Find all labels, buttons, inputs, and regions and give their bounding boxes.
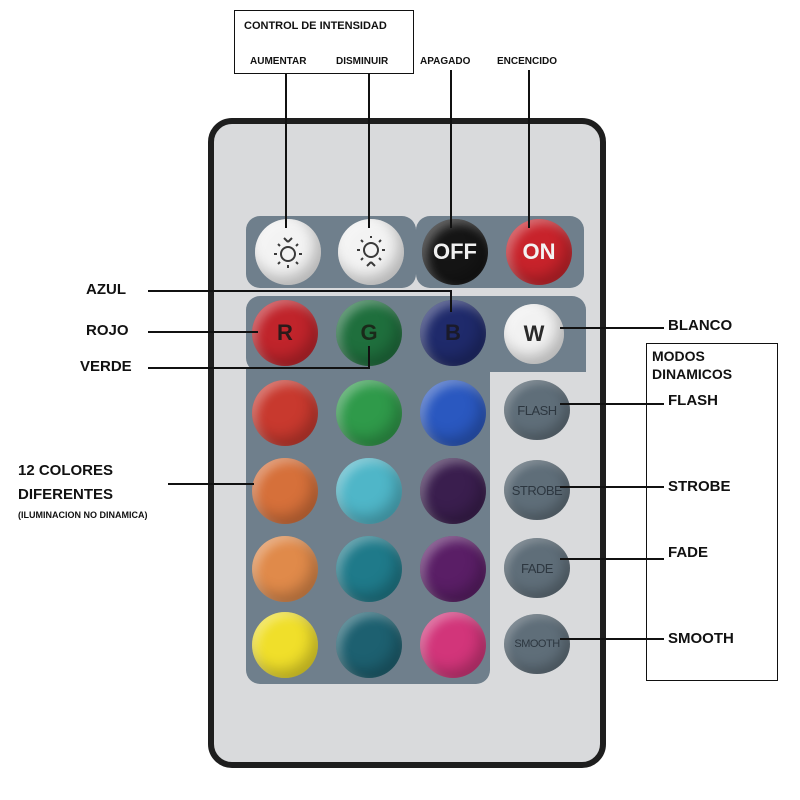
off-label: APAGADO	[420, 56, 471, 67]
leader-green-rise	[368, 346, 370, 369]
color-button-8[interactable]	[336, 536, 402, 602]
smooth-button-label: SMOOTH	[514, 638, 560, 650]
brightness-down-icon	[357, 236, 385, 267]
blue-button-label: B	[445, 320, 461, 345]
flash-button-label: FLASH	[517, 402, 557, 418]
leader-white	[560, 327, 664, 329]
modes-title-1: MODOS	[652, 348, 705, 364]
on-label: ENCENCIDO	[497, 56, 558, 67]
intensity-label-box	[234, 10, 414, 74]
off-button[interactable]: OFF	[422, 219, 488, 285]
color-button-10[interactable]	[252, 612, 318, 678]
color-button-1[interactable]	[252, 380, 318, 446]
smooth-label: SMOOTH	[668, 630, 734, 647]
different-label: DIFERENTES	[18, 486, 114, 503]
leader-blue	[148, 290, 452, 292]
white-button[interactable]: W	[504, 304, 564, 364]
fade-button[interactable]: FADE	[504, 538, 570, 598]
leader-twelve-colors	[168, 483, 254, 485]
smooth-button[interactable]: SMOOTH	[504, 614, 570, 674]
color-button-12[interactable]	[420, 612, 486, 678]
twelve-colors-label: 12 COLORES	[18, 462, 114, 479]
flash-button[interactable]: FLASH	[504, 380, 570, 440]
white-button-label: W	[523, 321, 545, 346]
on-button-label: ON	[522, 239, 556, 264]
color-button-11[interactable]	[336, 612, 402, 678]
dynamic-modes-box	[646, 343, 778, 681]
color-button-7[interactable]	[252, 536, 318, 602]
leader-flash	[560, 403, 664, 405]
leader-on	[528, 70, 530, 228]
brightness-down-button[interactable]	[338, 219, 404, 285]
white-label: BLANCO	[668, 317, 733, 334]
green-label: VERDE	[80, 358, 132, 375]
leader-smooth	[560, 638, 664, 640]
color-button-9[interactable]	[420, 536, 486, 602]
color-button-2[interactable]	[336, 380, 402, 446]
fade-button-label: FADE	[521, 560, 553, 576]
leader-increase	[285, 74, 287, 228]
leader-decrease	[368, 74, 370, 228]
on-button[interactable]: ON	[506, 219, 572, 285]
off-button-label: OFF	[433, 239, 477, 264]
leader-strobe	[560, 486, 664, 488]
strobe-button-label: STROBE	[511, 482, 563, 498]
leader-blue-drop	[450, 290, 452, 312]
flash-label: FLASH	[668, 392, 718, 409]
color-button-3[interactable]	[420, 380, 486, 446]
blue-button[interactable]: B	[420, 300, 486, 366]
color-button-6[interactable]	[420, 458, 486, 524]
red-label: ROJO	[86, 322, 129, 339]
modes-title-2: DINAMICOS	[652, 366, 733, 382]
remote-body: OFF ON R G B W FLASH STROBE FADE SMOOTH	[208, 118, 606, 768]
non-dynamic-note: (ILUMINACION NO DINAMICA)	[18, 510, 148, 520]
intensity-title: CONTROL DE INTENSIDAD	[244, 20, 387, 32]
leader-fade	[560, 558, 664, 560]
blue-label: AZUL	[86, 281, 126, 298]
brightness-up-icon	[274, 237, 302, 268]
color-button-4[interactable]	[252, 458, 318, 524]
leader-off	[450, 70, 452, 228]
green-button-label: G	[360, 320, 378, 345]
brightness-up-button[interactable]	[255, 219, 321, 285]
leader-red	[148, 331, 258, 333]
red-button[interactable]: R	[252, 300, 318, 366]
increase-label: AUMENTAR	[250, 56, 307, 67]
decrease-label: DISMINUIR	[336, 56, 389, 67]
fade-label: FADE	[668, 544, 709, 561]
red-button-label: R	[277, 320, 293, 345]
leader-green	[148, 367, 370, 369]
color-button-5[interactable]	[336, 458, 402, 524]
strobe-label: STROBE	[668, 478, 731, 495]
strobe-button[interactable]: STROBE	[504, 460, 570, 520]
